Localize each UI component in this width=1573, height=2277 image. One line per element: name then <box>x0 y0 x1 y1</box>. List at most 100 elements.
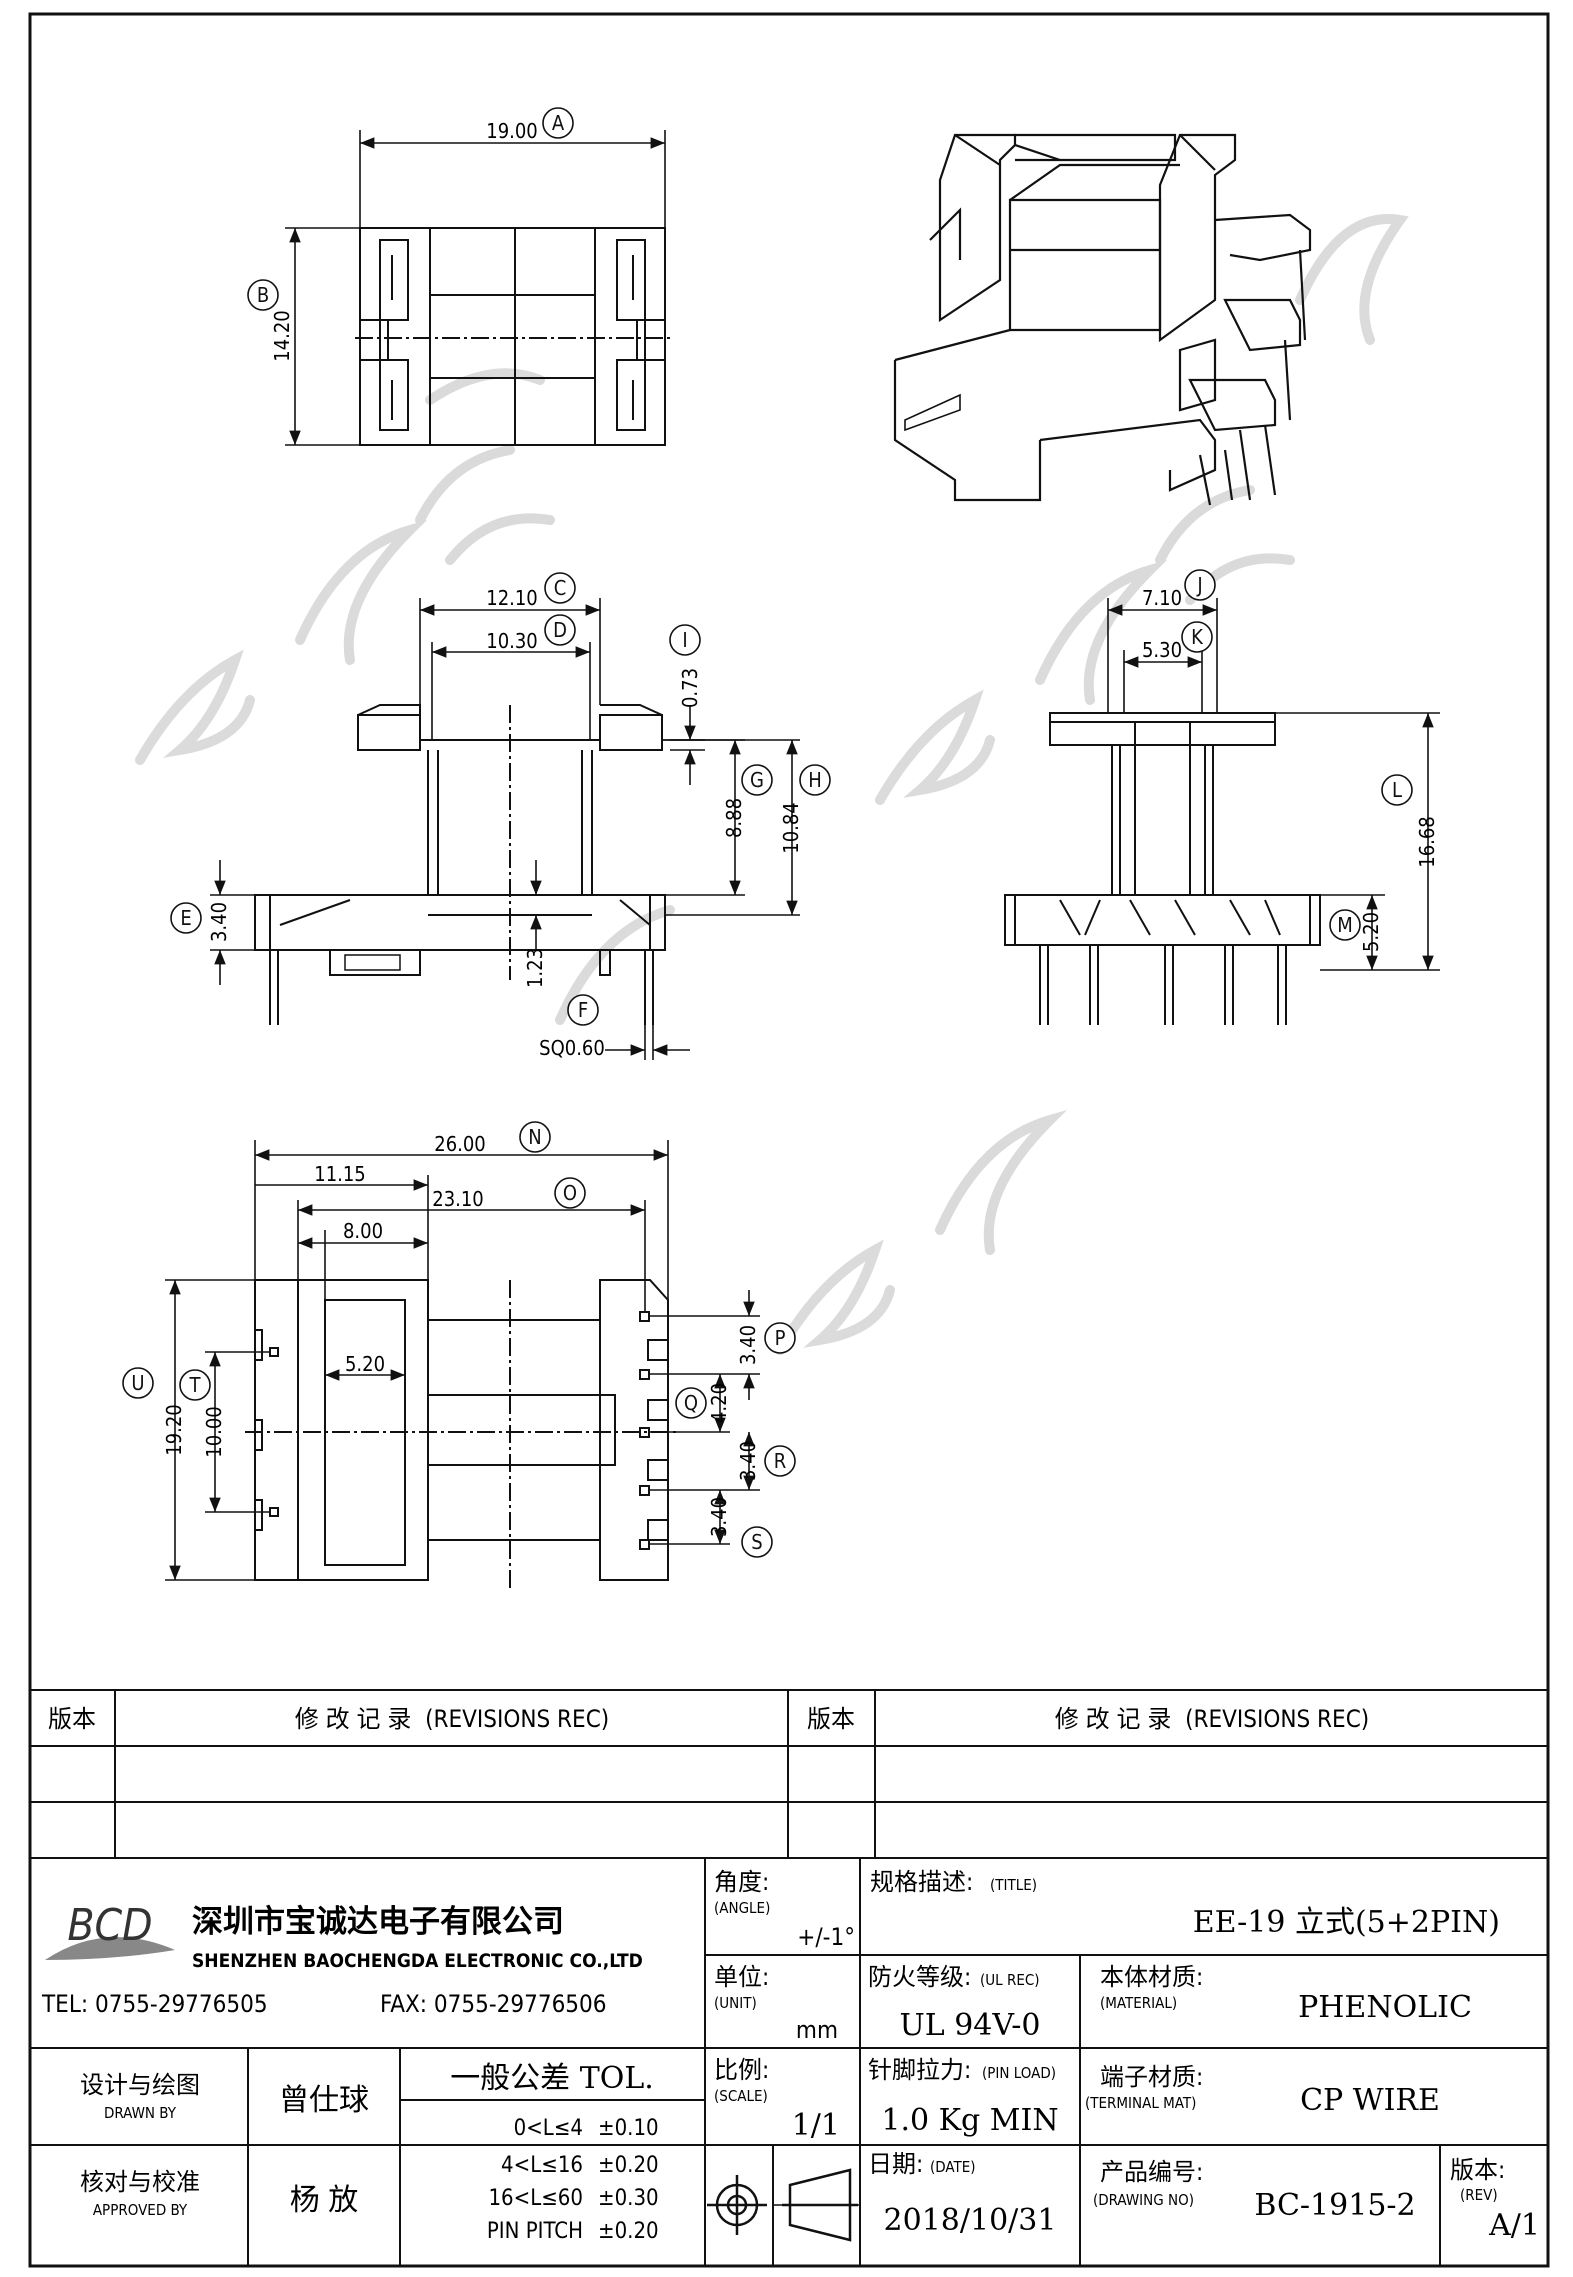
balloon-f: F <box>567 994 599 1026</box>
balloons: A B C D I G H E F J K L M N O P Q R S T … <box>122 107 1413 1558</box>
front-view-dims <box>210 598 800 1060</box>
dim-bottom-1115: 11.15 <box>314 1162 366 1186</box>
tol-title: 一般公差 TOL. <box>450 2061 654 2096</box>
drawn-label-en: DRAWN BY <box>104 2104 177 2122</box>
svg-text:T: T <box>189 1373 202 1397</box>
balloon-c: C <box>544 572 576 604</box>
company-name-en: SHENZHEN BAOCHENGDA ELECTRONIC CO.,LTD <box>192 1950 643 1972</box>
watermark <box>135 214 1409 1355</box>
revision-table <box>30 1689 1548 1859</box>
svg-text:K: K <box>1191 625 1204 649</box>
rev-col-left: 版本 <box>48 1705 96 1733</box>
dim-bottom-q: 4.20 <box>707 1383 731 1423</box>
dim-bottom-n: 26.00 <box>434 1132 486 1156</box>
drawing-no-label-en: (DRAWING NO) <box>1093 2191 1194 2209</box>
side-view-dims <box>1107 598 1440 971</box>
balloon-n: N <box>519 1121 551 1153</box>
angle-label-en: (ANGLE) <box>714 1899 770 1917</box>
bottom-view-dims <box>165 1140 760 1581</box>
svg-text:J: J <box>1196 573 1202 597</box>
tol-range: 4<L≤16 <box>501 2153 583 2178</box>
ul-value: UL 94V-0 <box>899 2008 1040 2043</box>
pinload-label-en: (PIN LOAD) <box>982 2064 1056 2082</box>
material-label-en: (MATERIAL) <box>1100 1994 1177 2012</box>
company-name-cn: 深圳市宝诚达电子有限公司 <box>192 1904 564 1940</box>
svg-text:N: N <box>528 1125 541 1149</box>
pinload-value: 1.0 Kg MIN <box>881 2103 1058 2138</box>
svg-text:E: E <box>180 906 191 930</box>
unit-label-en: (UNIT) <box>714 1994 757 2012</box>
balloon-a: A <box>542 107 574 139</box>
tol-value: ±0.20 <box>598 2153 659 2178</box>
dim-front-i: 0.73 <box>678 668 702 708</box>
ul-label-en: (UL REC) <box>980 1971 1040 1989</box>
dim-side-k: 5.30 <box>1142 638 1182 662</box>
top-view <box>355 227 670 446</box>
tol-value: ±0.30 <box>598 2186 659 2211</box>
title-block-grid <box>30 1858 1548 2266</box>
svg-text:H: H <box>808 768 822 792</box>
tol-range: PIN PITCH <box>487 2219 583 2244</box>
projection-symbol-icon <box>707 2168 858 2242</box>
ul-label: 防火等级: <box>868 1963 971 1991</box>
svg-text:R: R <box>774 1449 787 1473</box>
dim-front-c: 12.10 <box>486 586 538 610</box>
balloon-h: H <box>799 764 831 796</box>
drawing-no-value: BC-1915-2 <box>1254 2188 1415 2223</box>
dim-front-123: 1.23 <box>523 948 547 988</box>
bottom-view <box>245 1279 680 1590</box>
balloon-o: O <box>554 1177 586 1209</box>
top-view-dims <box>285 130 666 446</box>
svg-text:Q: Q <box>684 1391 698 1415</box>
rec-col-left: 修 改 记 录 (REVISIONS REC) <box>295 1705 609 1733</box>
approved-value: 杨 放 <box>290 2183 359 2218</box>
date-label-en: (DATE) <box>930 2158 976 2176</box>
rev-label: 版本: <box>1450 2156 1505 2184</box>
logo-text: BCD <box>67 1900 152 1951</box>
svg-text:P: P <box>775 1326 786 1350</box>
front-view <box>254 704 666 1025</box>
balloon-m: M <box>1329 909 1361 941</box>
dim-bottom-r: 3.40 <box>736 1441 760 1481</box>
dim-top-width: 19.00 <box>486 119 538 143</box>
title-label-en: (TITLE) <box>990 1876 1037 1894</box>
balloon-q: Q <box>675 1387 707 1419</box>
svg-text:D: D <box>553 618 567 642</box>
svg-text:A: A <box>552 111 565 135</box>
title-label: 规格描述: <box>870 1868 973 1896</box>
svg-text:B: B <box>257 283 269 307</box>
side-view <box>1004 712 1321 1025</box>
pinload-label: 针脚拉力: <box>868 2056 971 2084</box>
balloon-b: B <box>247 279 279 311</box>
svg-text:F: F <box>578 998 588 1022</box>
dim-side-m: 5.20 <box>1359 912 1383 952</box>
balloon-k: K <box>1181 621 1213 653</box>
company-tel: TEL: 0755-29776505 <box>41 1990 268 2018</box>
rec-col-right: 修 改 记 录 (REVISIONS REC) <box>1055 1705 1369 1733</box>
balloon-t: T <box>179 1369 211 1401</box>
dim-bottom-800: 8.00 <box>343 1219 383 1243</box>
svg-text:G: G <box>750 768 764 792</box>
company-logo: BCD <box>45 1900 175 1960</box>
balloon-e: E <box>170 902 202 934</box>
rev-col-right: 版本 <box>807 1705 855 1733</box>
balloon-d: D <box>544 614 576 646</box>
balloon-j: J <box>1184 569 1216 601</box>
company-fax: FAX: 0755-29776506 <box>380 1990 607 2018</box>
angle-label: 角度: <box>714 1868 769 1896</box>
dim-front-f: SQ0.60 <box>539 1036 605 1060</box>
sheet-border <box>28 12 1550 2268</box>
scale-value: 1/1 <box>792 2108 840 2143</box>
svg-text:L: L <box>1392 778 1402 802</box>
tol-value: ±0.10 <box>598 2116 659 2141</box>
balloon-p: P <box>764 1322 796 1354</box>
tol-rows: 0<L≤4 ±0.10 4<L≤16 ±0.20 16<L≤60 ±0.30 P… <box>487 2116 659 2244</box>
tol-range: 0<L≤4 <box>514 2116 583 2141</box>
scale-label: 比例: <box>714 2056 769 2084</box>
dim-bottom-s: 3.40 <box>707 1497 731 1537</box>
unit-value: mm <box>796 2016 838 2044</box>
material-label: 本体材质: <box>1100 1963 1203 1991</box>
rev-value: A/1 <box>1488 2208 1540 2243</box>
dim-front-g: 8.88 <box>722 798 746 838</box>
